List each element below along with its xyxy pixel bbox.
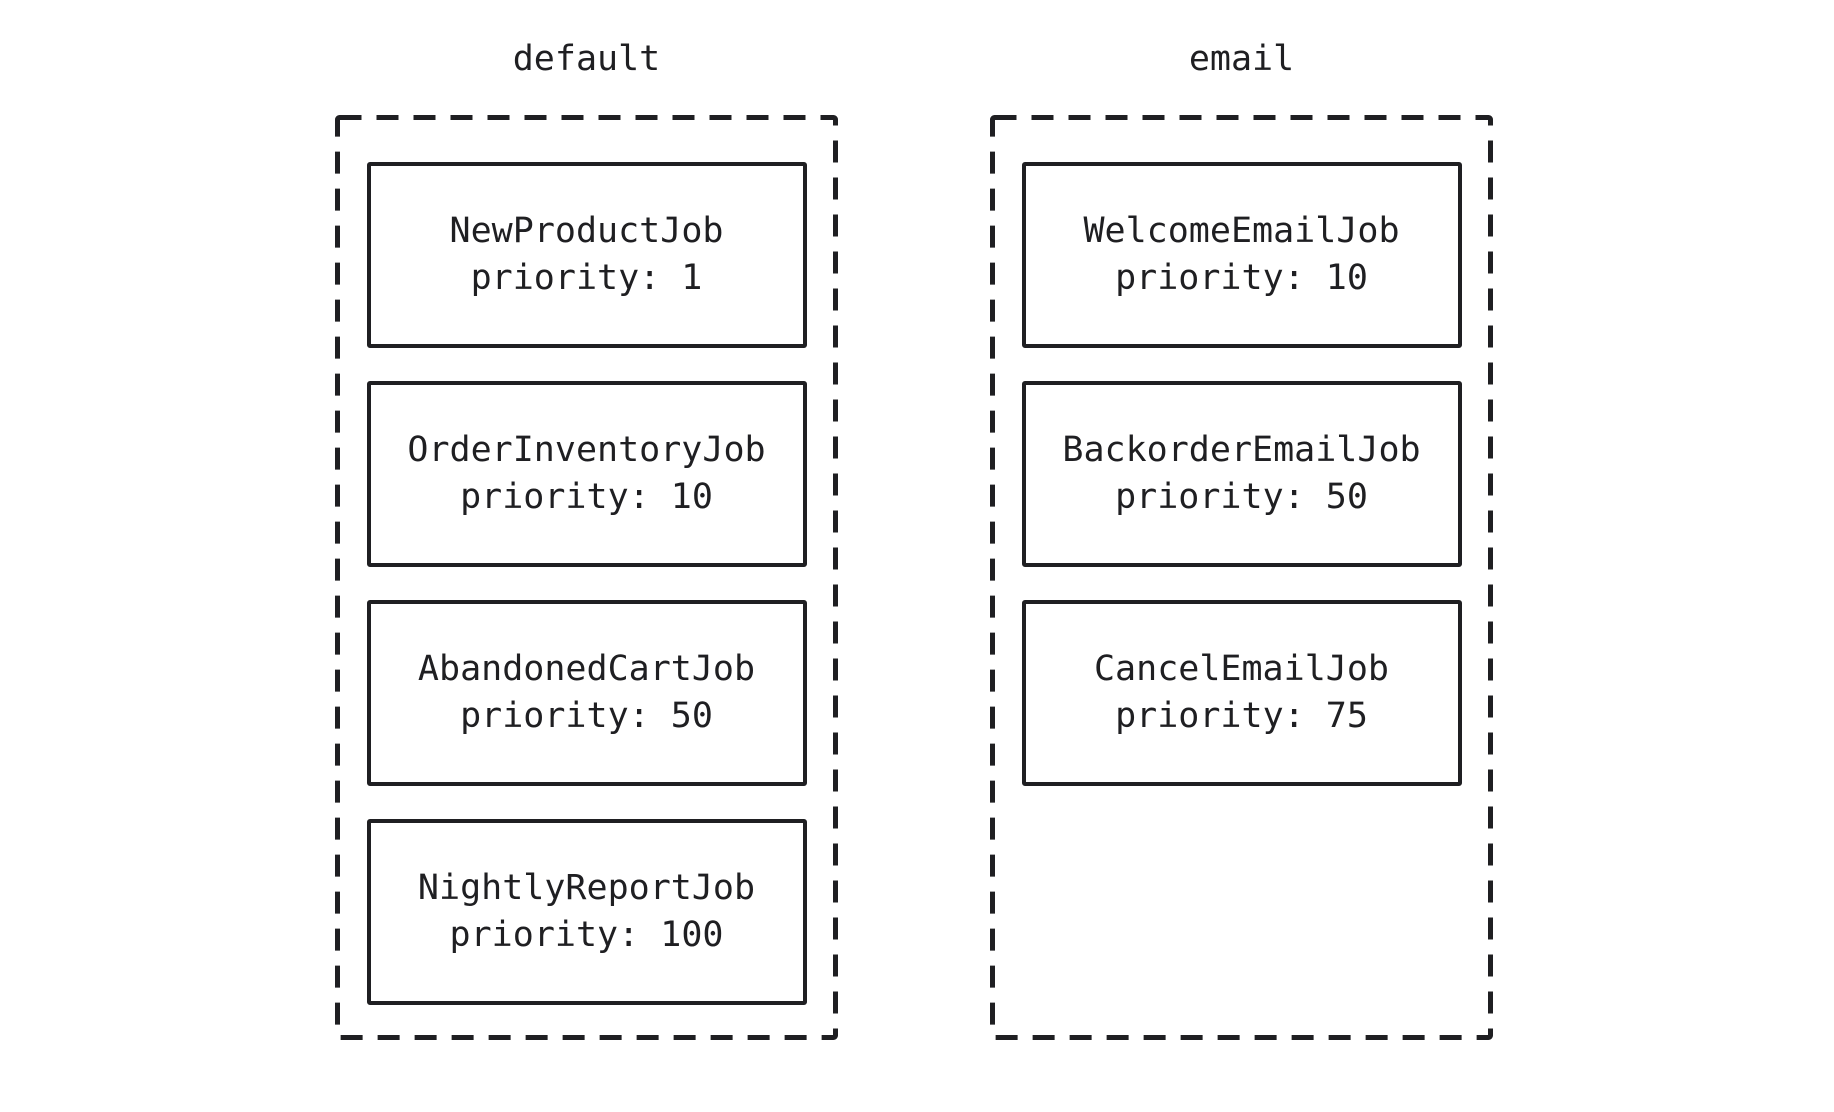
job-name: NightlyReportJob: [417, 868, 756, 908]
job-priority: priority: 1: [470, 258, 703, 298]
job-name: NewProductJob: [449, 211, 724, 251]
job-priority: priority: 100: [449, 915, 724, 955]
job-box-order-inventory: OrderInventoryJob priority: 10: [366, 381, 807, 567]
job-box-abandoned-cart: AbandonedCartJob priority: 50: [366, 600, 807, 786]
job-box-cancel-email: CancelEmailJob priority: 75: [1021, 600, 1462, 786]
job-priority: priority: 50: [1115, 477, 1368, 517]
job-name: OrderInventoryJob: [407, 430, 766, 470]
queue-email-title: email: [1188, 39, 1295, 79]
job-name: CancelEmailJob: [1093, 649, 1389, 689]
job-box-backorder-email: BackorderEmailJob priority: 50: [1021, 381, 1462, 567]
job-priority: priority: 10: [1115, 258, 1368, 298]
job-name: WelcomeEmailJob: [1083, 211, 1400, 251]
queue-default-title: default: [512, 39, 661, 79]
job-box-welcome-email: WelcomeEmailJob priority: 10: [1021, 162, 1462, 348]
queue-email-boundary: WelcomeEmailJob priority: 10 BackorderEm…: [990, 115, 1493, 1040]
queue-default-boundary: NewProductJob priority: 1 OrderInventory…: [335, 115, 838, 1040]
job-box-nightly-report: NightlyReportJob priority: 100: [366, 819, 807, 1005]
job-name: BackorderEmailJob: [1062, 430, 1421, 470]
job-name: AbandonedCartJob: [417, 649, 756, 689]
queue-default: default NewProductJob priority: 1 OrderI…: [335, 36, 838, 1040]
job-box-new-product: NewProductJob priority: 1: [366, 162, 807, 348]
queue-email: email WelcomeEmailJob priority: 10 Backo…: [990, 36, 1493, 1040]
job-priority: priority: 50: [460, 696, 713, 736]
job-priority: priority: 10: [460, 477, 713, 517]
job-priority: priority: 75: [1115, 696, 1368, 736]
